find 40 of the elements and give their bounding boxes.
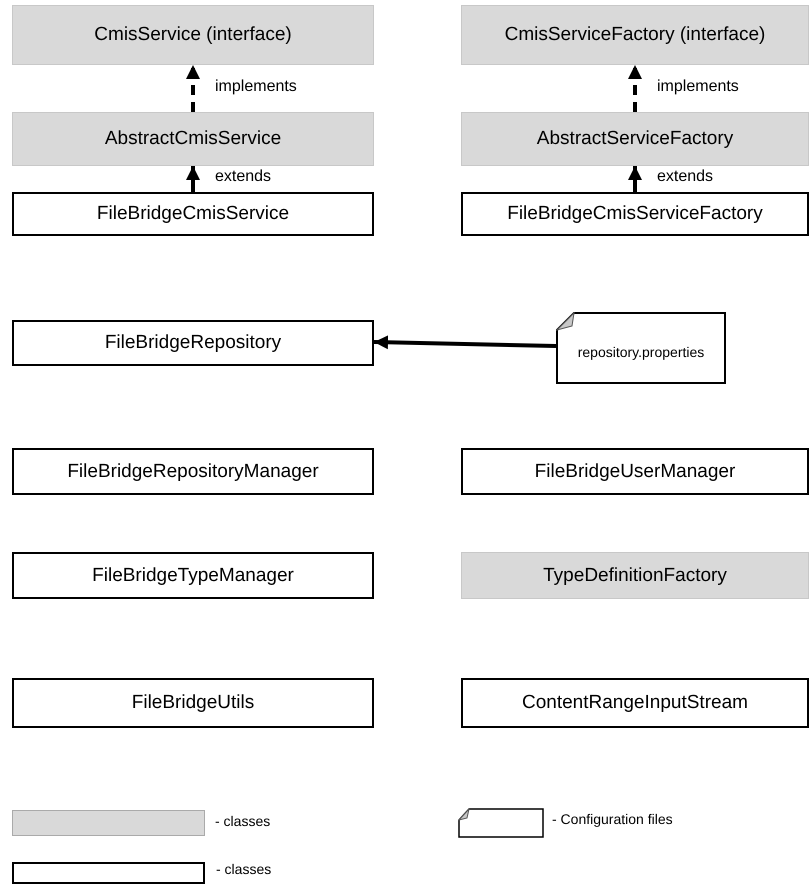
- arrow: [628, 166, 642, 192]
- class-name: FileBridgeRepository: [104, 332, 282, 354]
- edge-label: implements: [215, 78, 297, 96]
- arrow: [186, 65, 200, 112]
- class-name: FileBridgeUtils: [132, 692, 254, 714]
- class-box: [12, 678, 374, 728]
- arrow: [374, 335, 556, 350]
- note-shape: [556, 312, 726, 384]
- legend-label: - Configuration files: [552, 811, 673, 827]
- class-box: [461, 192, 809, 236]
- arrow: [628, 65, 642, 112]
- class-box: [12, 112, 374, 166]
- legend-label: - classes: [216, 861, 272, 877]
- class-name: CmisServiceFactory (interface): [504, 24, 766, 46]
- class-box: [461, 552, 809, 599]
- class-box: [12, 192, 374, 236]
- class-name: FileBridgeUserManager: [534, 460, 736, 482]
- class-name: FileBridgeTypeManager: [92, 564, 294, 586]
- class-box: [12, 448, 374, 495]
- class-box: [12, 320, 374, 366]
- class-box: [461, 5, 809, 65]
- class-box: [12, 5, 374, 65]
- legend-label: - classes: [215, 813, 270, 829]
- edge-label: extends: [215, 168, 272, 186]
- class-name: AbstractServiceFactory: [536, 128, 734, 150]
- class-name: FileBridgeRepositoryManager: [67, 460, 319, 482]
- class-name: AbstractCmisService: [104, 128, 282, 150]
- class-name: ContentRangeInputStream: [522, 692, 748, 714]
- class-name: FileBridgeCmisServiceFactory: [507, 203, 763, 225]
- edge-label: extends: [657, 168, 714, 186]
- class-box: [12, 552, 374, 599]
- class-box: [461, 112, 809, 166]
- class-name: TypeDefinitionFactory: [543, 564, 727, 586]
- edge-label: implements: [657, 78, 739, 96]
- class-box: [461, 678, 809, 728]
- class-box: [461, 448, 809, 495]
- file-name: repository.properties: [578, 344, 704, 360]
- arrow: [186, 166, 200, 192]
- class-name: CmisService (interface): [94, 24, 292, 46]
- class-name: FileBridgeCmisService: [96, 203, 290, 225]
